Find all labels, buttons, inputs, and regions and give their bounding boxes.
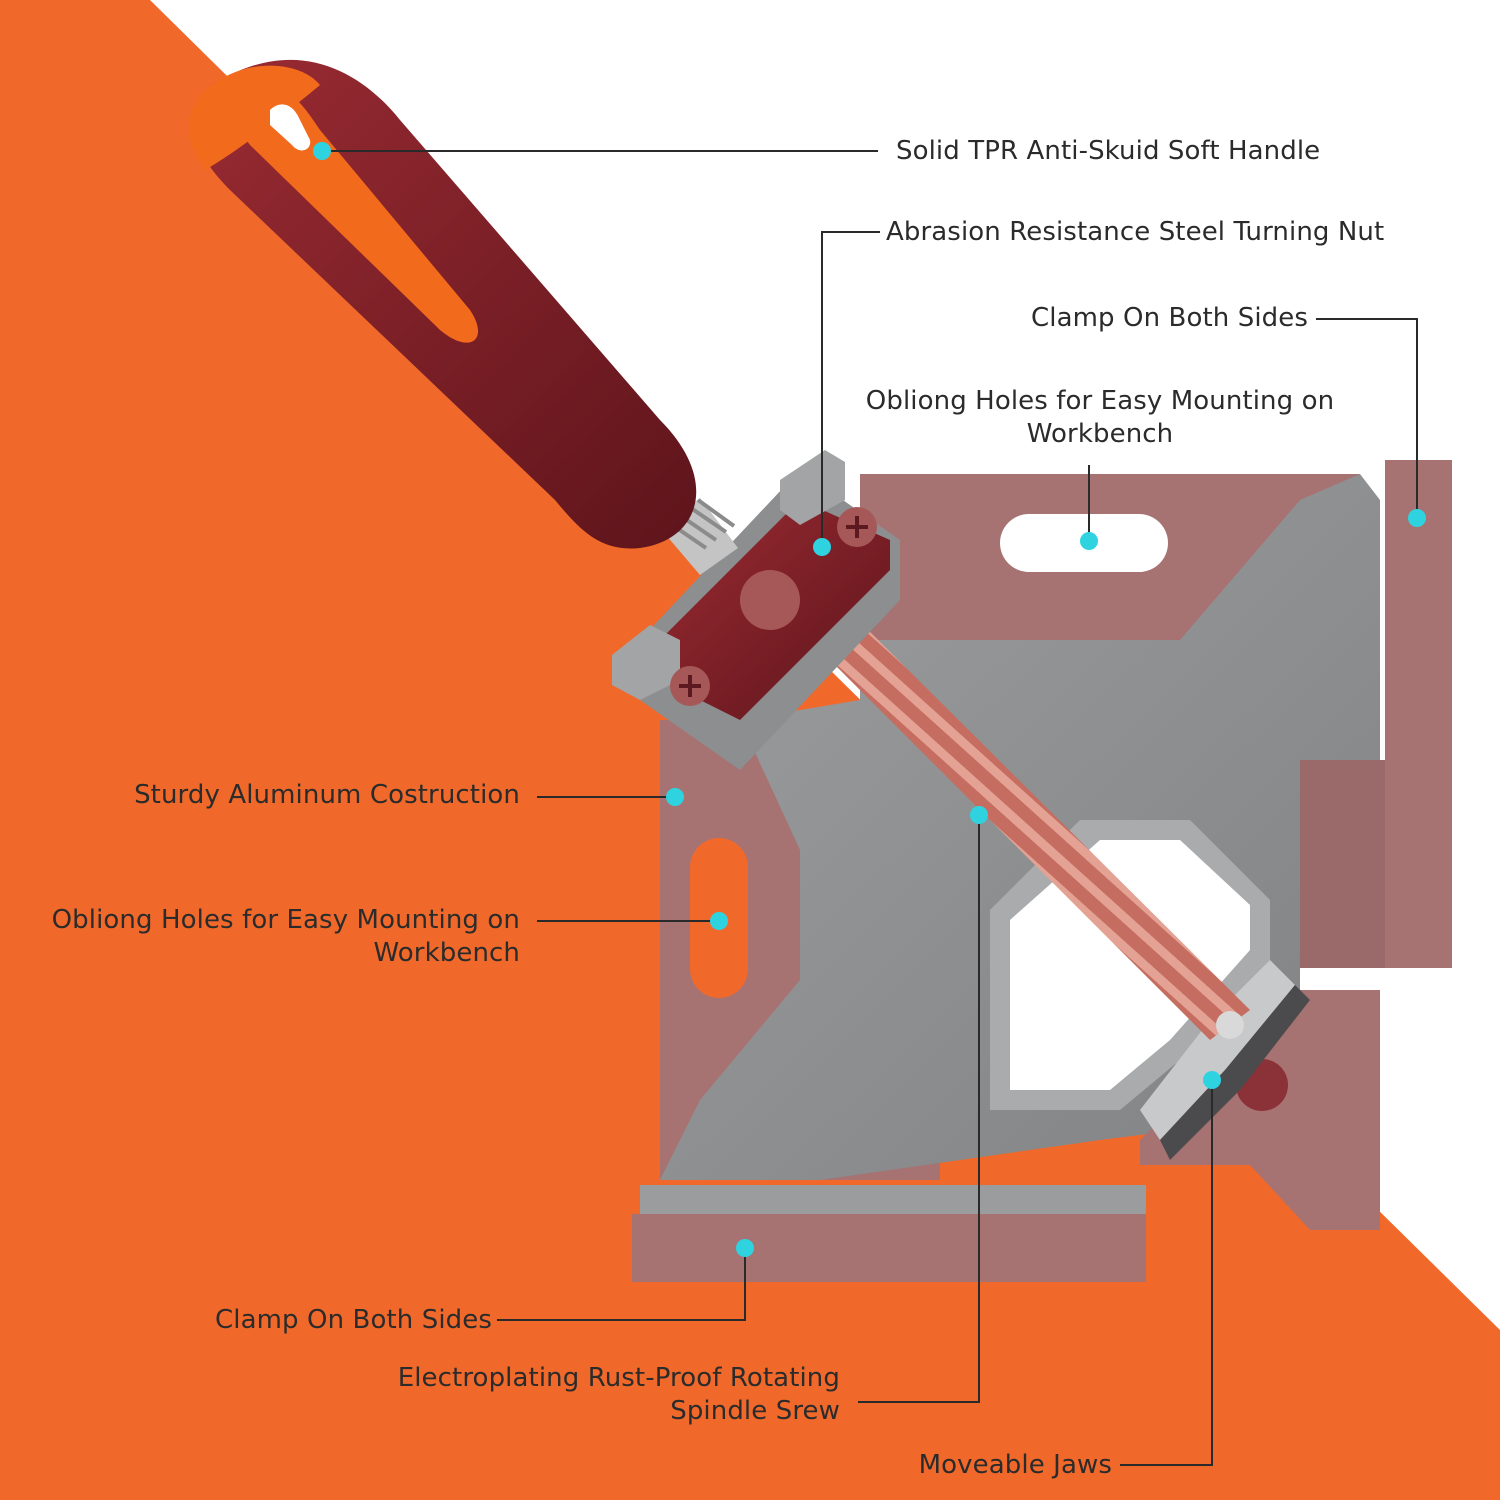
nut-center-disc	[740, 570, 800, 630]
handle-grip-accent	[240, 87, 479, 343]
bottom-clamp-plate	[632, 1214, 1146, 1282]
nut-top-cap	[780, 450, 845, 525]
bottom-inner-wall	[640, 1185, 1146, 1214]
spindle-tip	[1216, 1011, 1244, 1039]
marker-dot-icon	[813, 538, 831, 556]
label-clamp-bottom: Clamp On Both Sides	[215, 1305, 492, 1335]
label-holes-left-line1: Obliong Holes for Easy Mounting on	[51, 905, 520, 935]
jaw-face-metal	[1140, 960, 1295, 1140]
marker-dot-icon	[1203, 1071, 1221, 1089]
label-aluminum: Sturdy Aluminum Costruction	[134, 780, 520, 810]
label-holes-top-line1: Obliong Holes for Easy Mounting on	[865, 386, 1335, 416]
nut-bottom-cap	[612, 625, 680, 700]
label-holes-top-line2: Workbench	[1026, 419, 1174, 449]
label-turning-nut: Abrasion Resistance Steel Turning Nut	[886, 217, 1385, 247]
screw-head-icon	[837, 507, 877, 547]
label-spindle: Electroplating Rust-Proof Rotating Spind…	[398, 1362, 840, 1428]
marker-dot-icon	[666, 788, 684, 806]
label-handle: Solid TPR Anti-Skuid Soft Handle	[896, 136, 1321, 166]
spindle-screw	[810, 612, 1250, 1040]
label-clamp-right: Clamp On Both Sides	[1031, 303, 1308, 333]
marker-dot-icon	[970, 806, 988, 824]
label-spindle-line1: Electroplating Rust-Proof Rotating	[397, 1363, 840, 1393]
handle-slot	[270, 104, 311, 151]
marker-dot-icon	[710, 912, 728, 930]
marker-dot-icon	[1080, 532, 1098, 550]
label-holes-top: Obliong Holes for Easy Mounting on Workb…	[860, 385, 1340, 451]
marker-dot-icon	[736, 1239, 754, 1257]
right-clamp-plate	[1385, 460, 1452, 968]
label-holes-left-line2: Workbench	[373, 938, 520, 968]
right-inner-wall	[1300, 760, 1385, 968]
screw-head-icon	[670, 666, 710, 706]
inner-cutout-face	[1010, 840, 1250, 1090]
label-moveable-jaws: Moveable Jaws	[918, 1450, 1112, 1480]
marker-dot-icon	[313, 142, 331, 160]
jaw-face-shadow	[1160, 985, 1310, 1160]
label-spindle-line2: Spindle Srew	[670, 1396, 840, 1426]
marker-dot-icon	[1408, 509, 1426, 527]
label-holes-left: Obliong Holes for Easy Mounting on Workb…	[52, 904, 520, 970]
